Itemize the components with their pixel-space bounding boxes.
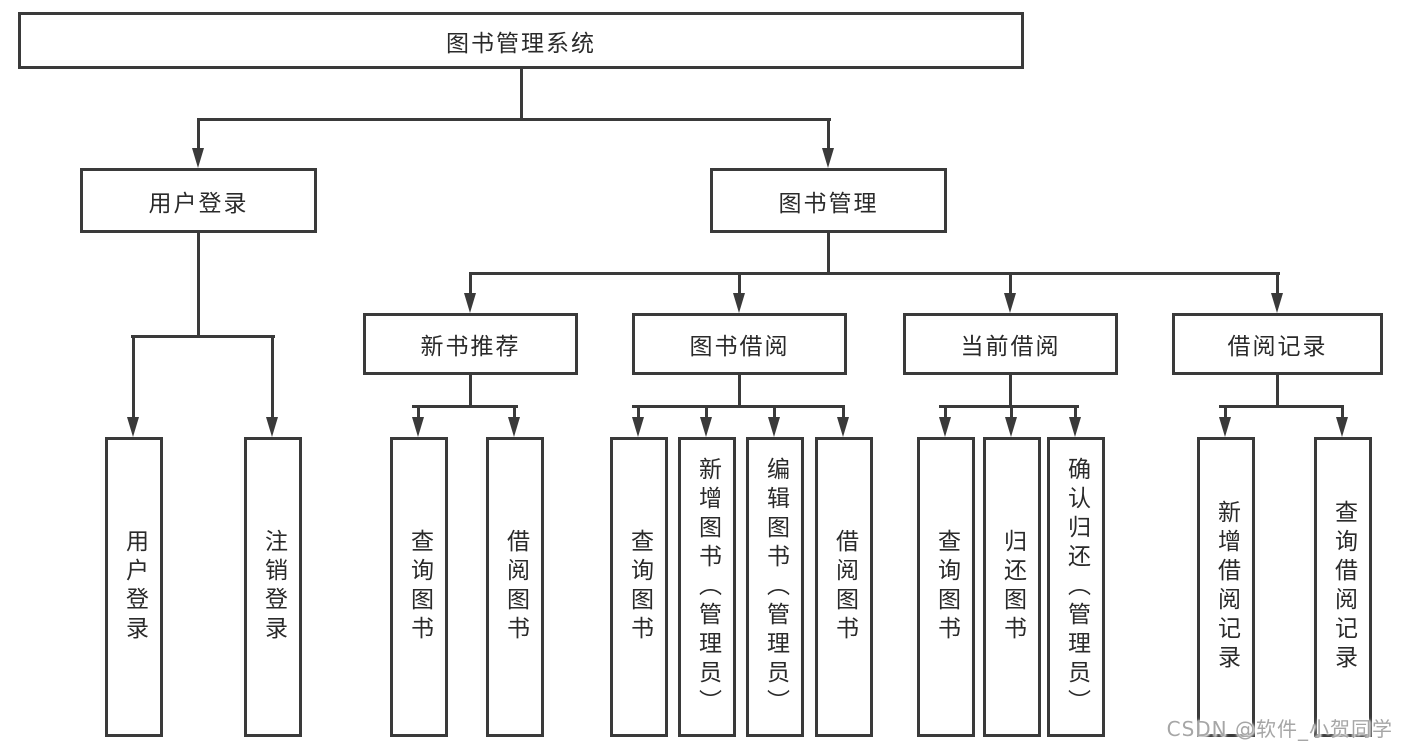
leaf-nbr-borrow-books: 借阅图书 bbox=[486, 437, 544, 737]
arrow-to-br-query-record bbox=[1336, 405, 1349, 437]
arrow-to-new-book-recommendation bbox=[464, 272, 477, 313]
arrow-root-to-user-login bbox=[192, 118, 205, 168]
connector-user-login-branch bbox=[131, 335, 275, 338]
connector-book-management-stem bbox=[827, 233, 830, 272]
leaf-nbr-borrow-books-label: 借阅图书 bbox=[502, 529, 529, 645]
leaf-cb-return-books: 归还图书 bbox=[983, 437, 1041, 737]
connector-cb-branch bbox=[939, 405, 1079, 408]
leaf-nbr-query-books: 查询图书 bbox=[390, 437, 448, 737]
leaf-cb-return-books-label: 归还图书 bbox=[999, 529, 1026, 645]
node-book-management: 图书管理 bbox=[710, 168, 947, 233]
node-borrowing-records: 借阅记录 bbox=[1172, 313, 1383, 375]
leaf-bb-borrow-books-label: 借阅图书 bbox=[831, 529, 858, 645]
arrow-to-bb-edit-books bbox=[768, 405, 781, 437]
node-borrowing-records-label: 借阅记录 bbox=[1227, 334, 1328, 360]
arrow-to-br-add-record bbox=[1219, 405, 1232, 437]
leaf-br-add-borrow-record: 新增借阅记录 bbox=[1197, 437, 1255, 737]
arrow-to-book-borrowing bbox=[733, 272, 746, 313]
leaf-br-query-borrow-record-label: 查询借阅记录 bbox=[1330, 500, 1357, 674]
csdn-watermark: CSDN @软件_小贺同学 bbox=[1166, 717, 1393, 741]
connector-nbr-stem bbox=[469, 375, 472, 405]
arrow-to-leaf-logout-login bbox=[266, 335, 279, 437]
connector-root-stem bbox=[520, 69, 523, 118]
leaf-cb-query-books-label: 查询图书 bbox=[933, 529, 960, 645]
arrow-to-bb-add-books bbox=[700, 405, 713, 437]
leaf-nbr-query-books-label: 查询图书 bbox=[406, 529, 433, 645]
node-new-book-recommendation: 新书推荐 bbox=[363, 313, 578, 375]
arrow-to-borrowing-records bbox=[1271, 272, 1284, 313]
connector-bb-stem bbox=[738, 375, 741, 405]
arrow-to-cb-confirm-return bbox=[1069, 405, 1082, 437]
leaf-bb-edit-books-admin-label: 编辑图书（管理员） bbox=[762, 456, 789, 718]
leaf-logout-login-label: 注销登录 bbox=[260, 529, 287, 645]
connector-root-branch bbox=[197, 118, 831, 121]
leaf-bb-add-books-admin-label: 新增图书（管理员） bbox=[694, 456, 721, 718]
arrow-to-bb-borrow-books bbox=[837, 405, 850, 437]
leaf-br-add-borrow-record-label: 新增借阅记录 bbox=[1213, 500, 1240, 674]
leaf-user-login: 用户登录 bbox=[105, 437, 163, 737]
arrow-to-cb-query-books bbox=[939, 405, 952, 437]
arrow-to-bb-query-books bbox=[632, 405, 645, 437]
node-library-system: 图书管理系统 bbox=[18, 12, 1024, 69]
node-user-login-label: 用户登录 bbox=[148, 190, 249, 217]
connector-bb-branch bbox=[632, 405, 845, 408]
arrow-to-leaf-user-login bbox=[127, 335, 140, 437]
leaf-logout-login: 注销登录 bbox=[244, 437, 302, 737]
leaf-cb-confirm-return-admin-label: 确认归还（管理员） bbox=[1063, 456, 1090, 718]
arrow-root-to-book-management bbox=[822, 118, 835, 168]
connector-br-stem bbox=[1276, 375, 1279, 405]
leaf-cb-query-books: 查询图书 bbox=[917, 437, 975, 737]
leaf-user-login-label: 用户登录 bbox=[121, 529, 148, 645]
leaf-bb-borrow-books: 借阅图书 bbox=[815, 437, 873, 737]
arrow-to-nbr-query-books bbox=[412, 405, 425, 437]
leaf-br-query-borrow-record: 查询借阅记录 bbox=[1314, 437, 1372, 737]
node-current-borrowing: 当前借阅 bbox=[903, 313, 1118, 375]
arrow-to-cb-return-books bbox=[1005, 405, 1018, 437]
connector-nbr-branch bbox=[412, 405, 518, 408]
arrow-to-nbr-borrow-books bbox=[508, 405, 521, 437]
leaf-bb-query-books-label: 查询图书 bbox=[626, 529, 653, 645]
connector-user-login-stem bbox=[197, 233, 200, 335]
connector-br-branch bbox=[1219, 405, 1344, 408]
connector-cb-stem bbox=[1009, 375, 1012, 405]
node-new-book-recommendation-label: 新书推荐 bbox=[420, 334, 521, 360]
node-library-system-label: 图书管理系统 bbox=[446, 30, 596, 57]
node-book-borrowing-label: 图书借阅 bbox=[689, 334, 790, 360]
leaf-cb-confirm-return-admin: 确认归还（管理员） bbox=[1047, 437, 1105, 737]
leaf-bb-query-books: 查询图书 bbox=[610, 437, 668, 737]
leaf-bb-add-books-admin: 新增图书（管理员） bbox=[678, 437, 736, 737]
connector-book-management-branch bbox=[469, 272, 1280, 275]
node-book-borrowing: 图书借阅 bbox=[632, 313, 847, 375]
leaf-bb-edit-books-admin: 编辑图书（管理员） bbox=[746, 437, 804, 737]
node-current-borrowing-label: 当前借阅 bbox=[960, 334, 1061, 360]
arrow-to-current-borrowing bbox=[1004, 272, 1017, 313]
node-book-management-label: 图书管理 bbox=[778, 190, 879, 217]
node-user-login: 用户登录 bbox=[80, 168, 317, 233]
